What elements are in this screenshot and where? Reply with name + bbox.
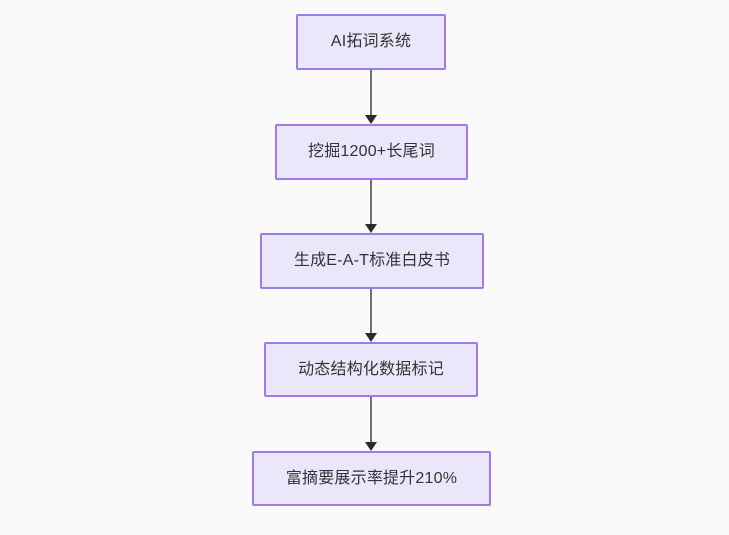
edge-line [370, 397, 372, 443]
arrowhead-icon [365, 333, 377, 342]
edge-line [370, 180, 372, 225]
flow-node-generate-eat-whitepaper[interactable]: 生成E-A-T标准白皮书 [260, 233, 484, 289]
arrowhead-icon [365, 115, 377, 124]
flow-node-ai-keyword-system[interactable]: AI拓词系统 [296, 14, 446, 70]
arrowhead-icon [365, 442, 377, 451]
flow-node-rich-snippet-uplift[interactable]: 富摘要展示率提升210% [252, 451, 491, 506]
flow-node-mine-longtail-keywords[interactable]: 挖掘1200+长尾词 [275, 124, 468, 180]
flow-node-label: AI拓词系统 [330, 33, 412, 51]
flow-node-label: 挖掘1200+长尾词 [308, 143, 435, 161]
edge-line [370, 289, 372, 334]
edge-line [370, 70, 372, 116]
flow-node-label: 富摘要展示率提升210% [285, 469, 458, 487]
arrowhead-icon [365, 224, 377, 233]
flow-node-label: 生成E-A-T标准白皮书 [293, 252, 451, 270]
flow-node-dynamic-structured-data[interactable]: 动态结构化数据标记 [264, 342, 478, 397]
flow-node-label: 动态结构化数据标记 [298, 360, 444, 378]
